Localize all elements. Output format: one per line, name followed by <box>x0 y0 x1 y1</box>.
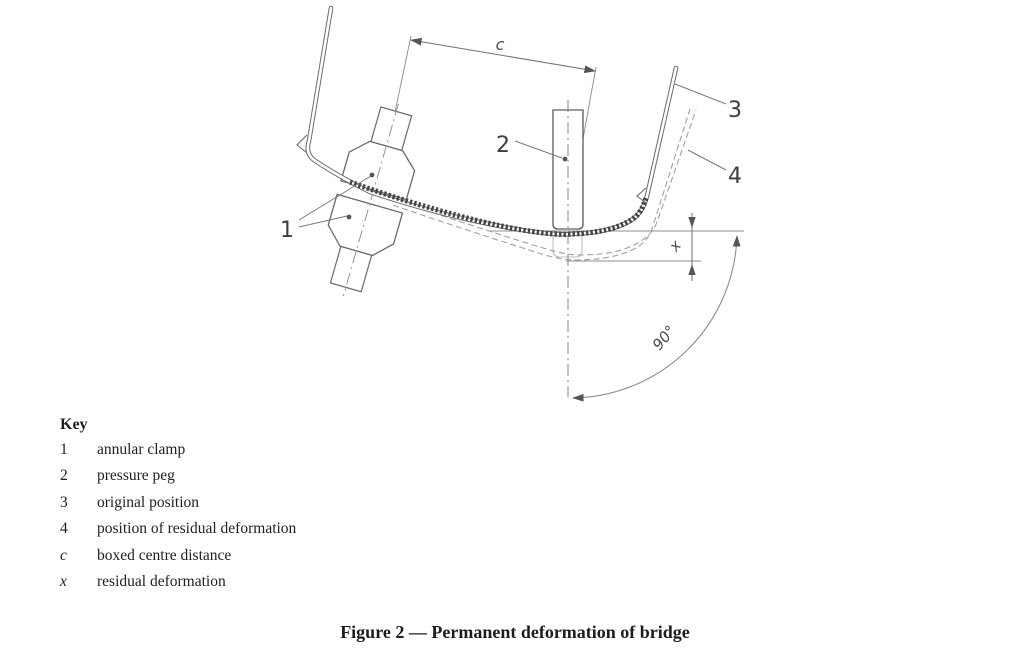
key-label: original position <box>97 493 200 511</box>
dimension-line-c <box>410 37 596 74</box>
label-annular-clamp: 1 <box>280 218 294 243</box>
key-item: c boxed centre distance <box>60 543 520 569</box>
key-label: annular clamp <box>97 441 186 458</box>
key-label: residual deformation <box>97 573 226 591</box>
key-label: position of residual deformation <box>97 520 297 538</box>
angle-arc <box>572 235 741 402</box>
bridge-deformation-diagram: c <box>280 5 744 402</box>
frame-original-outline <box>296 5 679 237</box>
leader-dot-1b <box>346 214 352 220</box>
leader-1a <box>298 175 372 221</box>
key-label: boxed centre distance <box>97 546 232 564</box>
leader-1b <box>298 215 348 228</box>
right-joint-nib <box>636 187 647 204</box>
leader-3 <box>674 83 727 105</box>
key-label: pressure peg <box>97 467 175 485</box>
label-centre-distance: c <box>496 35 505 54</box>
key-item: 3 original position <box>60 490 520 516</box>
key-symbol: 1 <box>60 441 68 458</box>
key-item: 2 pressure peg <box>60 463 520 489</box>
frame-tube-outer <box>305 5 679 237</box>
key-item: 4 position of residual deformation <box>60 516 520 542</box>
callouts: 1 2 3 4 <box>280 83 742 243</box>
label-angle: 90° <box>649 322 680 354</box>
label-pressure-peg: 2 <box>496 133 510 158</box>
key-symbol: 2 <box>60 467 68 485</box>
bridge-hatched-section <box>349 179 649 237</box>
annular-clamp <box>327 103 416 297</box>
label-residual-deformation: x <box>665 237 685 256</box>
key-item: 1 annular clamp <box>60 437 520 463</box>
x-dimension: x <box>665 213 696 281</box>
frame-tube-core <box>306 6 678 236</box>
label-original-position: 3 <box>728 98 742 123</box>
figure-caption: Figure 2 — Permanent deformation of brid… <box>340 622 690 642</box>
leader-2 <box>514 140 563 159</box>
leader-dot-1a <box>369 172 375 178</box>
clamp-centerline <box>342 103 399 297</box>
key-item: x residual deformation <box>60 569 520 595</box>
clamp-lower-jaw <box>327 193 404 257</box>
key-title: Key <box>60 416 88 433</box>
angle-arc-90: 90° <box>572 235 741 402</box>
key-symbol: 3 <box>60 493 68 511</box>
figure-key: Key 1 annular clamp 2 pressure peg 3 ori… <box>60 413 520 595</box>
key-symbol: x <box>60 573 67 591</box>
extension-line-left <box>394 35 412 113</box>
leader-dot-2 <box>562 156 568 162</box>
leader-4 <box>687 149 727 171</box>
label-residual-position: 4 <box>728 164 742 189</box>
key-symbol: c <box>60 546 67 564</box>
left-joint-nib <box>296 134 308 153</box>
key-symbol: 4 <box>60 520 68 538</box>
